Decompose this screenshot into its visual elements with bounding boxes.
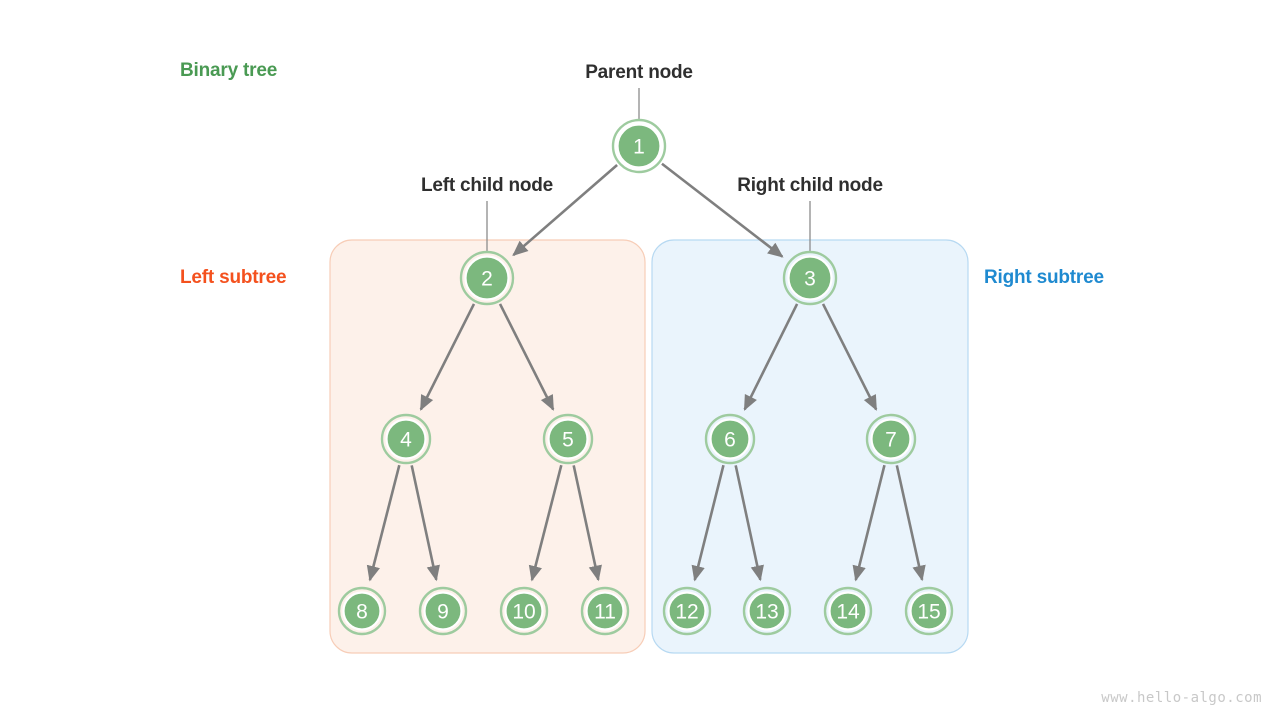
node-value-label: 7 [885, 429, 897, 452]
tree-edge-1-3 [661, 162, 784, 258]
node-disc [385, 418, 427, 460]
left-child-node-label: Left child node [420, 175, 554, 196]
tree-node-14[interactable]: 14 [823, 586, 873, 636]
node-outer-ring [611, 118, 667, 174]
tree-node-7[interactable]: 7 [865, 413, 917, 465]
node-disc [787, 255, 833, 301]
node-outer-ring [904, 586, 954, 636]
node-value-label: 15 [917, 601, 940, 624]
right-subtree-label: Right subtree [984, 267, 1104, 288]
node-disc [747, 591, 787, 631]
node-value-label: 9 [437, 601, 449, 624]
left-subtree-label: Left subtree [180, 267, 287, 288]
tree-edge-5-10 [528, 464, 563, 582]
left-subtree-panel [329, 239, 646, 654]
node-outer-ring [865, 413, 917, 465]
node-outer-ring [742, 586, 792, 636]
node-outer-ring [823, 586, 873, 636]
node-value-label: 11 [594, 601, 616, 624]
tree-edge-7-15 [895, 465, 926, 582]
tree-edge-4-8 [366, 464, 401, 582]
node-disc [504, 591, 544, 631]
subtree-panels-layer [329, 239, 969, 654]
node-value-label: 2 [481, 268, 493, 291]
tree-node-10[interactable]: 10 [499, 586, 549, 636]
node-outer-ring [459, 250, 515, 306]
tree-node-12[interactable]: 12 [662, 586, 712, 636]
node-disc [464, 255, 510, 301]
tree-node-11[interactable]: 11 [580, 586, 630, 636]
tree-edges-layer [366, 162, 926, 582]
tree-edge-3-6 [743, 303, 799, 411]
node-disc [709, 418, 751, 460]
node-outer-ring [418, 586, 468, 636]
node-outer-ring [704, 413, 756, 465]
node-value-label: 10 [512, 601, 535, 624]
tree-edge-6-13 [734, 465, 764, 582]
node-value-label: 12 [675, 601, 698, 624]
tree-node-3[interactable]: 3 [782, 250, 838, 306]
node-outer-ring [380, 413, 432, 465]
node-disc [585, 591, 625, 631]
tree-edge-5-11 [572, 465, 602, 582]
right-child-node-label: Right child node [737, 175, 883, 196]
tree-edge-1-2 [512, 164, 618, 257]
node-outer-ring [337, 586, 387, 636]
tree-node-2[interactable]: 2 [459, 250, 515, 306]
node-disc [547, 418, 589, 460]
tree-edge-7-14 [852, 464, 886, 582]
node-outer-ring [662, 586, 712, 636]
tree-edge-6-12 [691, 464, 725, 582]
binary-tree-title: Binary tree [180, 60, 278, 81]
node-outer-ring [782, 250, 838, 306]
parent-node-label: Parent node [585, 62, 693, 83]
node-value-label: 1 [633, 136, 645, 159]
node-outer-ring [542, 413, 594, 465]
node-disc [667, 591, 707, 631]
node-value-label: 6 [724, 429, 736, 452]
tree-node-1[interactable]: 1 [611, 118, 667, 174]
tree-node-6[interactable]: 6 [704, 413, 756, 465]
tree-edge-3-7 [821, 303, 878, 411]
watermark: www.hello-algo.com [1101, 690, 1262, 706]
node-disc [870, 418, 912, 460]
node-disc [828, 591, 868, 631]
node-disc [909, 591, 949, 631]
node-disc [423, 591, 463, 631]
node-value-label: 4 [400, 429, 412, 452]
tree-node-9[interactable]: 9 [418, 586, 468, 636]
node-value-label: 8 [356, 601, 368, 624]
node-value-label: 13 [755, 601, 778, 624]
node-outer-ring [499, 586, 549, 636]
tree-node-15[interactable]: 15 [904, 586, 954, 636]
node-value-label: 5 [562, 429, 574, 452]
tree-node-8[interactable]: 8 [337, 586, 387, 636]
node-value-label: 3 [804, 268, 816, 291]
tree-edge-4-9 [410, 465, 440, 582]
tree-edge-2-5 [498, 303, 555, 411]
node-value-label: 14 [836, 601, 860, 624]
tree-node-4[interactable]: 4 [380, 413, 432, 465]
tree-edge-2-4 [419, 303, 476, 411]
tree-node-13[interactable]: 13 [742, 586, 792, 636]
tree-node-5[interactable]: 5 [542, 413, 594, 465]
node-disc [342, 591, 382, 631]
node-outer-ring [580, 586, 630, 636]
annotation-ticks-layer [486, 88, 811, 252]
node-disc [616, 123, 662, 169]
